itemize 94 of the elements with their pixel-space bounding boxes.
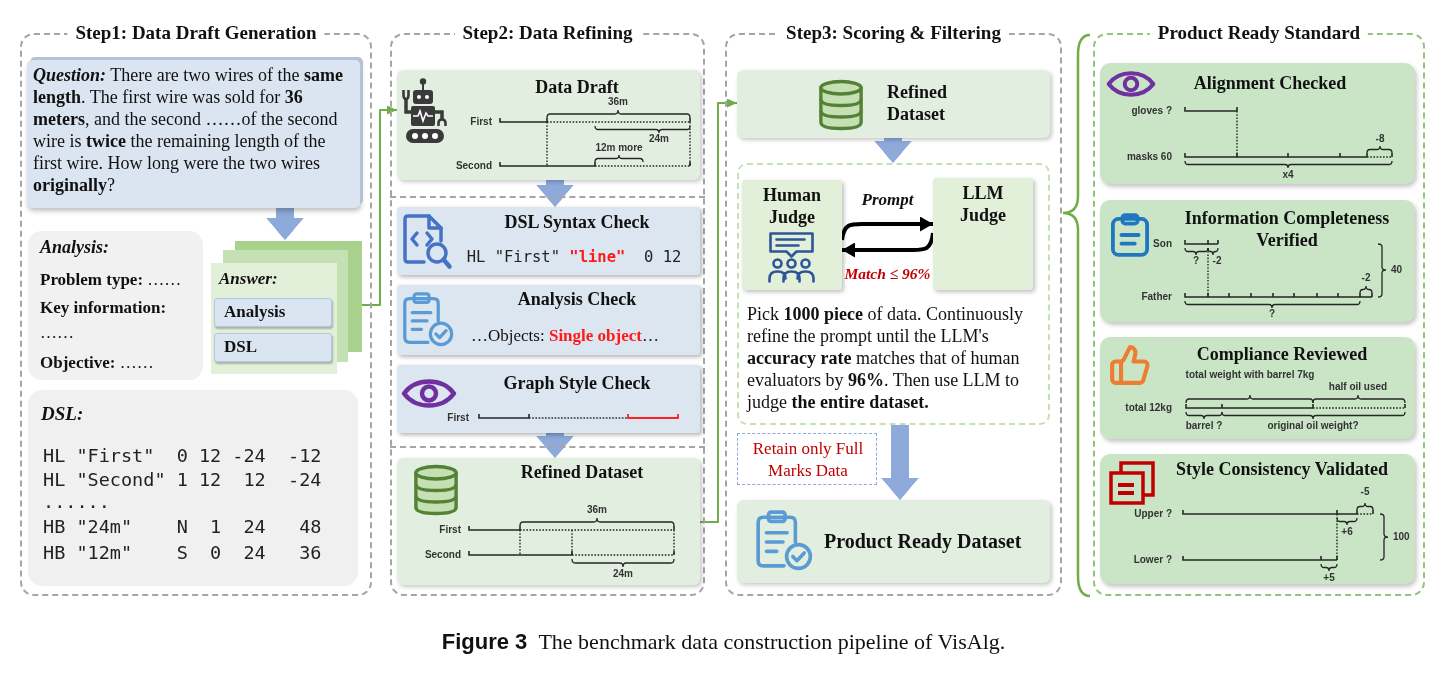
- card-title: LLM Judge: [959, 182, 1007, 226]
- analysis-line: Problem type: ……: [40, 269, 182, 291]
- dataset-card: [737, 500, 1050, 583]
- answer-section-box: [214, 298, 332, 327]
- card-title: Product Ready Dataset: [824, 529, 1022, 553]
- connector-arrow: [361, 105, 398, 306]
- connector-arrow: [699, 98, 738, 523]
- question-text: Question: There are two wires of the same length. The first wire was sold for 36 meters, and the second ……of the second wire is twice the remaining length of the first wire. How long were the two wires originally?: [33, 64, 345, 196]
- judge-card: [933, 178, 1033, 290]
- note-text: Retain only Full Marks Data: [751, 438, 865, 482]
- card-title: DSL Syntax Check: [504, 211, 650, 233]
- diagram-label: Lower ?: [1133, 554, 1172, 566]
- diagram-label: x4: [1282, 169, 1294, 181]
- standard-card: [1100, 454, 1415, 584]
- card-title: Style Consistency Validated: [1176, 458, 1388, 480]
- check-card: [397, 285, 700, 355]
- card-title: Refined Dataset: [887, 81, 948, 125]
- diagram-label: half oil used: [1328, 381, 1388, 393]
- dataset-card: [737, 70, 1050, 138]
- diagram-label: 100: [1393, 531, 1410, 543]
- card-title: Analysis Check: [517, 288, 637, 310]
- diagram-label: 36m: [587, 504, 607, 516]
- analysis-line: ……: [40, 322, 74, 344]
- diagram-label: 24m: [613, 568, 633, 580]
- section-label: DSL: [224, 336, 258, 358]
- card-title: Human Judge: [762, 184, 822, 228]
- diagram-label: Son: [1153, 238, 1172, 250]
- description-text: Pick 1000 piece of data. Continuously refine the prompt until the LLM's accuracy rate matches that of human evaluators by 96%. Then use LLM to judge the entire dataset.: [747, 303, 1024, 413]
- check-group-frame: [390, 196, 705, 448]
- cycle-arrow: [840, 216, 933, 241]
- code-line: HL "First" 0 12 -24 -12: [43, 444, 322, 468]
- analysis-line: Objective: ……: [40, 352, 154, 374]
- answer-card-stack: [210, 240, 362, 374]
- diagram-label: 24m: [649, 133, 669, 145]
- diagram-label: masks 60: [1126, 151, 1172, 163]
- check-card: [397, 365, 700, 433]
- diagram-label: +5: [1323, 572, 1335, 584]
- block-arrow: [536, 433, 574, 458]
- diagram-label: First: [470, 116, 492, 128]
- diagram-label: First: [447, 412, 469, 424]
- cycle-arrow: [842, 232, 935, 258]
- card-title: Information Completeness Verified: [1183, 207, 1391, 251]
- standard-card: [1100, 337, 1415, 439]
- diagram-label: Second: [424, 549, 461, 561]
- diagram-label: ?: [1268, 308, 1276, 320]
- block-arrow: [881, 425, 919, 500]
- question-card: [27, 60, 360, 208]
- diagram-label: total 12kg: [1125, 402, 1172, 414]
- code-line: HB "24m" N 1 24 48: [43, 515, 322, 539]
- diagram-label: -5: [1360, 486, 1370, 498]
- diagram-label: Second: [455, 160, 492, 172]
- code-line: ......: [43, 490, 110, 514]
- draft-card: [397, 70, 700, 180]
- judging-frame: [737, 163, 1050, 425]
- card-title: Data Draft: [535, 76, 619, 97]
- diagram-label: barrel ?: [1185, 420, 1223, 432]
- note-box: [737, 433, 877, 485]
- check-example-text: …Objects: Single object…: [471, 325, 659, 347]
- diagram-label: Upper ?: [1134, 508, 1172, 520]
- dataset-card: [397, 458, 700, 585]
- analysis-line: Key information:: [40, 297, 167, 319]
- code-line: HL "Second" 1 12 12 -24: [43, 468, 322, 492]
- diagram-label: ?: [1192, 255, 1200, 267]
- diagram-label: -2: [1212, 255, 1222, 267]
- diagram-label: 12m more: [595, 142, 643, 154]
- block-arrow: [536, 180, 574, 207]
- answer-section-box: [214, 333, 332, 362]
- block-arrow: [874, 138, 912, 163]
- diagram-label: 40: [1391, 264, 1403, 276]
- section-label: Analysis: [224, 301, 286, 323]
- diagram-label: First: [439, 524, 461, 536]
- card-title: Graph Style Check: [503, 372, 651, 394]
- figure-caption: Figure 3 The benchmark data construction pipeline of VisAlg.: [441, 628, 1006, 656]
- standard-card: [1100, 63, 1415, 184]
- card-title: Refined Dataset: [520, 461, 644, 483]
- diagram-label: total weight with barrel 7kg: [1185, 369, 1315, 381]
- card-title: Alignment Checked: [1193, 72, 1347, 94]
- diagram-label: Father: [1141, 291, 1172, 303]
- card-title: Compliance Reviewed: [1196, 343, 1368, 365]
- diagram-label: gloves ?: [1131, 105, 1172, 117]
- judge-card: [742, 180, 842, 290]
- diagram-label: -2: [1361, 272, 1371, 284]
- code-line: HB "12m" S 0 24 36: [43, 541, 322, 565]
- analysis-heading: Analysis:: [40, 236, 109, 258]
- diagram-label: +6: [1341, 526, 1353, 538]
- diagram-label: original oil weight?: [1267, 420, 1359, 432]
- block-arrow: [266, 208, 304, 240]
- dsl-heading: DSL:: [41, 402, 84, 426]
- code-line: HL "First" "line" 0 12: [466, 247, 682, 267]
- diagram-label: 36m: [608, 96, 628, 108]
- standard-card: [1100, 200, 1415, 322]
- diagram-label: -8: [1375, 133, 1385, 145]
- answer-heading: Answer:: [219, 268, 278, 290]
- check-card: [397, 207, 700, 275]
